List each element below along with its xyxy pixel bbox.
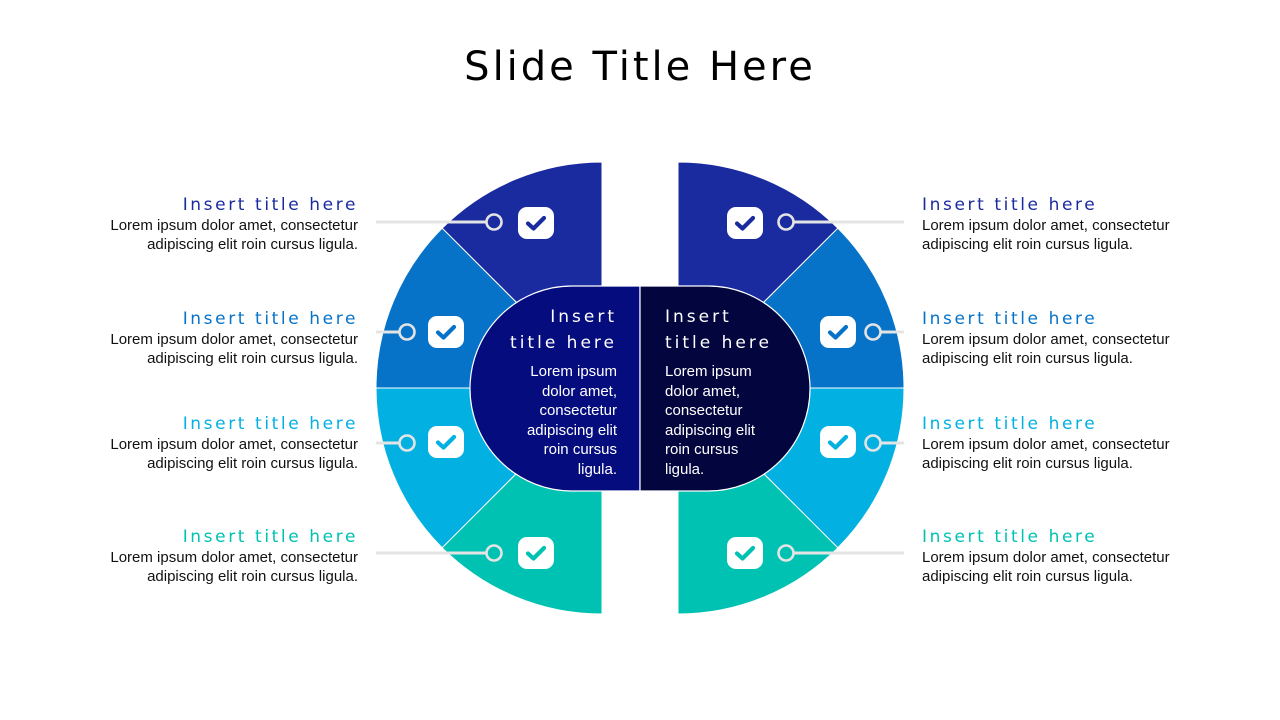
connectors xyxy=(376,220,904,555)
left-item-2: Insert title here Lorem ipsum dolor amet… xyxy=(68,308,358,368)
item-body-line-1: Lorem ipsum dolor amet, consectetur xyxy=(922,331,1170,348)
item-body-line-2: adipiscing elit roin cursus ligula. xyxy=(922,236,1133,253)
connector-dot-icon xyxy=(485,544,503,562)
item-title: Insert title here xyxy=(922,527,1098,547)
item-body-line-1: Lorem ipsum dolor amet, consectetur xyxy=(922,549,1170,566)
item-body-line-1: Lorem ipsum dolor amet, consectetur xyxy=(110,331,358,348)
body-line: consectetur xyxy=(665,402,743,419)
item-title: Insert title here xyxy=(182,414,358,434)
body-line: ligula. xyxy=(665,460,705,478)
center-left-text: Insert title here Lorem ipsum dolor amet… xyxy=(467,304,617,479)
connector-dot-icon xyxy=(398,323,416,341)
item-body-line-2: adipiscing elit roin cursus ligula. xyxy=(922,350,1133,367)
item-body-line-1: Lorem ipsum dolor amet, consectetur xyxy=(110,549,358,566)
right-item-1: Insert title here Lorem ipsum dolor amet… xyxy=(922,194,1212,254)
center-pill xyxy=(469,285,811,492)
item-body-line-1: Lorem ipsum dolor amet, consectetur xyxy=(110,217,358,234)
item-body-line-1: Lorem ipsum dolor amet, consectetur xyxy=(922,217,1170,234)
center-right-body: Lorem ipsum dolor amet, consectetur adip… xyxy=(665,362,815,479)
item-body-line-2: adipiscing elit roin cursus ligula. xyxy=(147,350,358,367)
left-item-1: Insert title here Lorem ipsum dolor amet… xyxy=(68,194,358,254)
connector-dot-icon xyxy=(864,323,882,341)
item-title: Insert title here xyxy=(922,414,1098,434)
body-line: adipiscing elit xyxy=(526,421,617,439)
body-line: dolor amet, xyxy=(665,382,741,400)
connector-dot-icon xyxy=(864,434,882,452)
check-icon xyxy=(820,316,856,348)
center-right-title-line-2: title here xyxy=(665,333,772,353)
center-left-title-line-2: title here xyxy=(510,333,617,353)
item-title: Insert title here xyxy=(182,309,358,329)
connector-dot-icon xyxy=(485,213,503,231)
connector-dot-icon xyxy=(777,544,795,562)
body-line: ligula. xyxy=(577,460,617,478)
center-right-title-line-1: Insert xyxy=(665,307,732,327)
center-pill-right xyxy=(639,285,811,492)
item-body-line-2: adipiscing elit roin cursus ligula. xyxy=(147,455,358,472)
body-line: Lorem ipsum xyxy=(665,363,752,380)
body-line: roin cursus xyxy=(543,441,617,458)
body-line: Lorem ipsum xyxy=(530,363,617,380)
connector-dots xyxy=(398,213,882,562)
item-body-line-2: adipiscing elit roin cursus ligula. xyxy=(147,568,358,585)
item-body-line-2: adipiscing elit roin cursus ligula. xyxy=(147,236,358,253)
left-item-3: Insert title here Lorem ipsum dolor amet… xyxy=(68,413,358,473)
check-icon xyxy=(727,207,763,239)
check-icon xyxy=(820,426,856,458)
slide-title: Slide Title Here xyxy=(464,44,816,90)
center-left-body: Lorem ipsum dolor amet, consectetur adip… xyxy=(467,362,617,479)
right-item-2: Insert title here Lorem ipsum dolor amet… xyxy=(922,308,1212,368)
connector-dot-icon xyxy=(398,434,416,452)
item-title: Insert title here xyxy=(182,527,358,547)
check-icon xyxy=(518,537,554,569)
body-line: dolor amet, xyxy=(541,382,617,400)
body-line: consectetur xyxy=(539,402,617,419)
left-item-4: Insert title here Lorem ipsum dolor amet… xyxy=(68,526,358,586)
item-body-line-2: adipiscing elit roin cursus ligula. xyxy=(922,455,1133,472)
item-body-line-1: Lorem ipsum dolor amet, consectetur xyxy=(922,436,1170,453)
center-pill-left xyxy=(469,285,641,492)
item-body-line-2: adipiscing elit roin cursus ligula. xyxy=(922,568,1133,585)
check-icon xyxy=(428,316,464,348)
check-icon xyxy=(727,537,763,569)
item-title: Insert title here xyxy=(182,195,358,215)
connector-dot-icon xyxy=(777,213,795,231)
item-title: Insert title here xyxy=(922,195,1098,215)
center-right-text: Insert title here Lorem ipsum dolor amet… xyxy=(665,304,815,479)
body-line: roin cursus xyxy=(665,441,739,458)
check-icon xyxy=(518,207,554,239)
item-body-line-1: Lorem ipsum dolor amet, consectetur xyxy=(110,436,358,453)
item-title: Insert title here xyxy=(922,309,1098,329)
right-item-3: Insert title here Lorem ipsum dolor amet… xyxy=(922,413,1212,473)
check-icon xyxy=(428,426,464,458)
center-left-title-line-1: Insert xyxy=(550,307,617,327)
body-line: adipiscing elit xyxy=(665,421,756,439)
right-item-4: Insert title here Lorem ipsum dolor amet… xyxy=(922,526,1212,586)
